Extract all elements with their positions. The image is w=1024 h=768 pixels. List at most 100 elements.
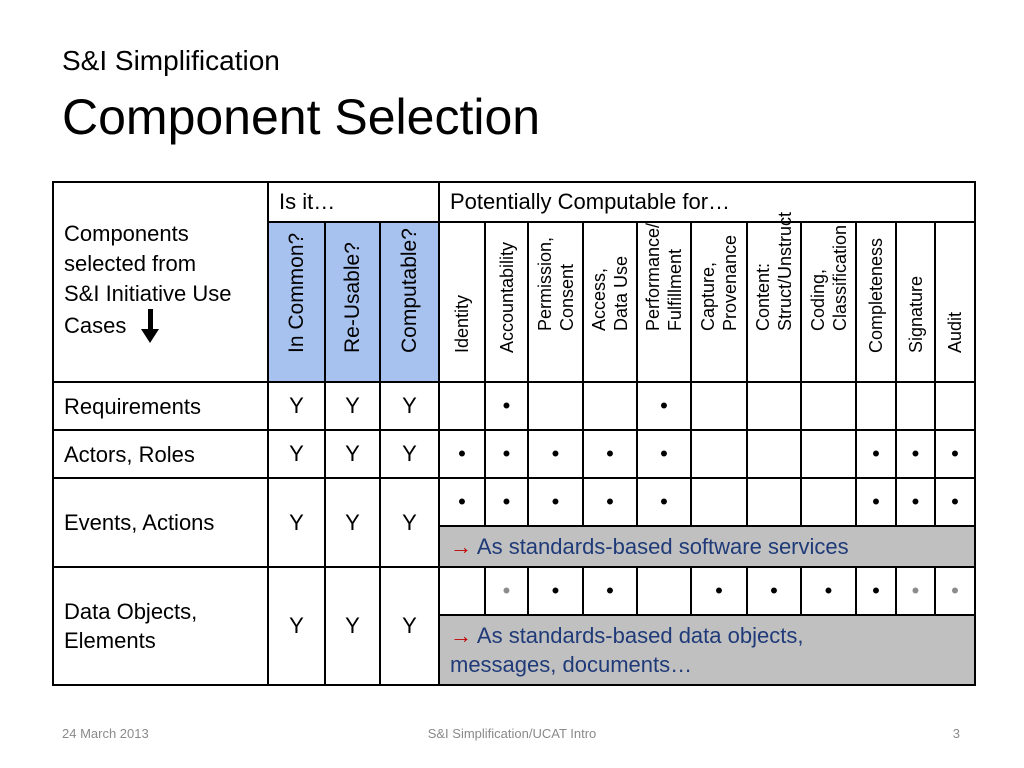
is-it-cell: Y — [379, 477, 440, 568]
components-line-2: selected from — [64, 251, 197, 276]
computable-cell: • — [582, 566, 638, 616]
table-body: Components selected from S&I Initiative … — [52, 181, 976, 686]
is-it-cell: Y — [379, 381, 440, 431]
computable-cell: • — [582, 429, 638, 479]
column-header-capture: Capture,Provenance — [690, 221, 748, 383]
computable-cell: • — [527, 429, 584, 479]
banner-text: As standards-based data objects, — [476, 623, 804, 648]
column-header-label: Performance/Fulfillment — [642, 223, 686, 331]
computable-cell: • — [800, 566, 857, 616]
computable-cell: • — [855, 429, 897, 479]
column-header-line: Fulfillment — [665, 248, 685, 331]
column-header-line: Provenance — [720, 234, 740, 331]
computable-cell: • — [582, 477, 638, 527]
computable-cell: • — [934, 429, 976, 479]
row-label-line: Actors, Roles — [64, 441, 195, 467]
computable-cell: • — [636, 477, 692, 527]
column-header-audit: Audit — [934, 221, 976, 383]
components-line-3: S&I Initiative Use — [64, 281, 232, 306]
footer-date: 24 March 2013 — [62, 726, 149, 741]
computable-cell — [527, 381, 584, 431]
column-header-label: Re-Usable? — [340, 242, 364, 353]
down-arrow-icon — [140, 309, 160, 345]
column-header-line: Consent — [556, 263, 577, 331]
is-it-cell: Y — [324, 566, 381, 686]
component-selection-table: Components selected from S&I Initiative … — [52, 181, 976, 686]
column-header-line: Completeness — [866, 237, 886, 353]
column-header-line: Capture, — [698, 261, 718, 331]
computable-cell: • — [690, 566, 748, 616]
slide-subtitle: S&I Simplification — [62, 45, 280, 76]
computable-cell: • — [527, 566, 584, 616]
computable-cell — [690, 477, 748, 527]
computable-cell — [800, 429, 857, 479]
computable-cell: • — [527, 477, 584, 527]
column-header-line: Coding, — [807, 268, 828, 331]
column-header-content: Content:Struct/Unstruct — [746, 212, 802, 383]
computable-cell — [934, 381, 976, 431]
column-header-label: Content:Struct/Unstruct — [752, 212, 796, 331]
computable-cell — [800, 381, 857, 431]
column-header-coding: Coding,Classification — [800, 221, 857, 383]
banner-row: → As standards-based data objects,messag… — [53, 614, 976, 686]
computable-cell: • — [484, 566, 529, 616]
standards-banner: → As standards-based data objects,messag… — [438, 614, 976, 686]
computable-cell: • — [934, 566, 976, 616]
row-label-line: Elements — [64, 628, 156, 653]
components-line-4: Cases — [64, 309, 267, 345]
banner-text: messages, documents… — [450, 652, 693, 677]
computable-cell: • — [438, 429, 486, 479]
standards-banner: → As standards-based software services — [438, 525, 976, 568]
column-header-line: Audit — [945, 311, 965, 353]
row-label-requirements: Requirements — [52, 381, 269, 431]
column-header-label: Permission,Consent — [534, 237, 578, 331]
computable-cell: • — [855, 566, 897, 616]
column-header-computable: Computable? — [379, 221, 440, 383]
column-header-line: Permission, — [534, 236, 555, 331]
column-header-permission: Permission,Consent — [527, 221, 584, 383]
computable-cell: • — [484, 429, 529, 479]
components-header-cell: Components selected from S&I Initiative … — [52, 181, 269, 383]
column-header-label: Signature — [905, 276, 927, 353]
column-header-line: Access, — [589, 267, 609, 331]
computable-cell: • — [934, 477, 976, 527]
computable-cell: • — [484, 477, 529, 527]
banner-text: As standards-based software services — [476, 534, 849, 559]
column-header-signature: Signature — [895, 221, 936, 383]
computable-cell: • — [438, 477, 486, 527]
computable-cell — [746, 477, 802, 527]
column-header-line: Struct/Unstruct — [775, 211, 795, 331]
column-header-label: Capture,Provenance — [697, 235, 741, 331]
computable-cell — [636, 566, 692, 616]
column-header-label: Computable? — [397, 228, 421, 353]
is-it-cell: Y — [379, 429, 440, 479]
column-header-line: Content: — [753, 262, 773, 331]
computable-cell — [746, 429, 802, 479]
computable-cell: • — [855, 477, 897, 527]
column-header-line: Data Use — [611, 255, 631, 331]
slide-title: Component Selection — [62, 89, 541, 145]
computable-cell: • — [636, 381, 692, 431]
is-it-cell: Y — [267, 477, 326, 568]
row-label-events-actions: Events, Actions — [52, 477, 269, 568]
computable-cell: • — [895, 429, 936, 479]
column-header-label: Access,Data Use — [588, 256, 632, 331]
computable-cell — [800, 477, 857, 527]
is-it-group-header: Is it… — [267, 181, 440, 223]
computable-cell — [438, 566, 486, 616]
computable-cell: • — [484, 381, 529, 431]
components-line-1: Components — [64, 221, 189, 246]
column-header-identity: Identity — [438, 221, 486, 383]
footer-title: S&I Simplification/UCAT Intro — [427, 726, 597, 741]
column-header-line: Classification — [829, 224, 850, 331]
column-header-performance: Performance/Fulfillment — [636, 221, 692, 383]
computable-cell: • — [895, 566, 936, 616]
is-it-cell: Y — [379, 566, 440, 686]
computable-cell: • — [746, 566, 802, 616]
computable-cell — [438, 381, 486, 431]
column-header-line: Performance/ — [643, 222, 663, 331]
